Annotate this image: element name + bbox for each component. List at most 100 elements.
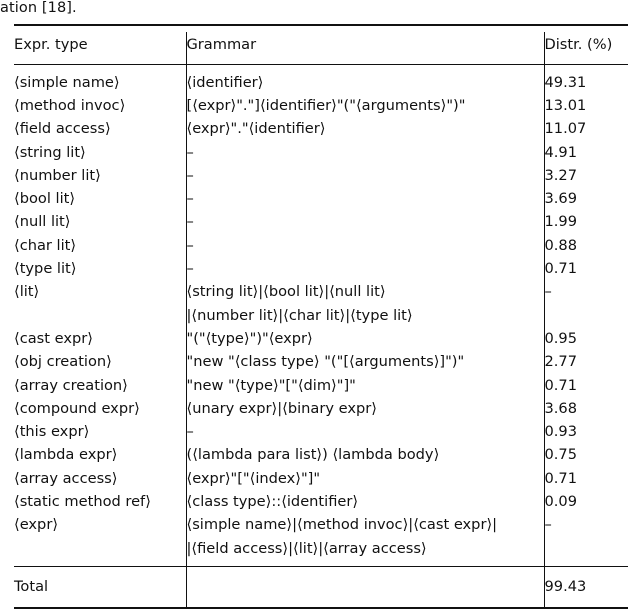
total-distribution: 99.43 (543, 573, 628, 602)
cell-expr-type: ⟨simple name⟩ (14, 73, 120, 91)
cell-grammar-continued: |⟨field access⟩|⟨lit⟩|⟨array access⟩ (185, 536, 544, 560)
cell-grammar: ⟨simple name⟩|⟨method invoc⟩|⟨cast expr⟩… (185, 513, 544, 537)
table-row: ⟨array access⟩ ⟨expr⟩"["⟨index⟩"]" 0.71 (14, 466, 628, 491)
cell-grammar: "new "⟨type⟩"["⟨dim⟩"]" (185, 373, 544, 397)
table: Expr. type Grammar Distr. (%) ⟨simple na… (14, 24, 628, 609)
header-distribution: Distr. (%) (543, 31, 628, 58)
cell-distribution: 0.93 (543, 420, 628, 444)
cell-grammar: [⟨expr⟩"."]⟨identifier⟩"("⟨arguments⟩")" (185, 93, 544, 118)
cell-distribution: 0.71 (543, 466, 628, 491)
cell-expr-type: ⟨lambda expr⟩ (14, 446, 118, 464)
table-row: ⟨expr⟩ ⟨simple name⟩|⟨method invoc⟩|⟨cas… (14, 513, 628, 537)
table-row: ⟨cast expr⟩ "("⟨type⟩")"⟨expr⟩ 0.95 (14, 326, 628, 351)
header-expr-type: Expr. type (14, 35, 88, 53)
cell-distribution: 11.07 (543, 117, 628, 141)
table-row: ⟨field access⟩ ⟨expr⟩"."⟨identifier⟩ 11.… (14, 117, 628, 141)
table-row: ⟨string lit⟩ – 4.91 (14, 140, 628, 164)
cell-expr-type: ⟨field access⟩ (14, 120, 111, 138)
cell-grammar: – (185, 163, 544, 188)
table-row: ⟨char lit⟩ – 0.88 (14, 233, 628, 258)
table-total-rule (14, 565, 628, 568)
table-row: ⟨lit⟩ ⟨string lit⟩|⟨bool lit⟩|⟨null lit⟩… (14, 280, 628, 304)
cell-distribution: 13.01 (543, 93, 628, 118)
cell-expr-type: ⟨static method ref⟩ (14, 493, 151, 511)
table-total-row: Total 99.43 (14, 573, 628, 602)
cell-distribution: 3.27 (543, 163, 628, 188)
cell-expr-type: ⟨expr⟩ (14, 516, 59, 534)
cell-distribution: 3.68 (543, 396, 628, 421)
cell-expr-type: ⟨array access⟩ (14, 469, 118, 487)
cell-grammar: "("⟨type⟩")"⟨expr⟩ (185, 326, 544, 351)
cell-distribution: 4.91 (543, 140, 628, 164)
cell-distribution: – (543, 513, 628, 537)
cell-distribution: 0.75 (543, 443, 628, 467)
table-row: ⟨static method ref⟩ ⟨class type⟩::⟨ident… (14, 490, 628, 514)
cell-distribution: 0.95 (543, 326, 628, 351)
cell-expr-type: ⟨null lit⟩ (14, 213, 71, 231)
cell-expr-type-empty (14, 304, 186, 327)
table-row: ⟨null lit⟩ – 1.99 (14, 210, 628, 234)
cell-distribution-empty (543, 303, 628, 327)
cell-expr-type: ⟨type lit⟩ (14, 260, 77, 278)
cell-distribution: 1.99 (543, 210, 628, 234)
cell-expr-type: ⟨lit⟩ (14, 283, 40, 301)
cell-grammar: ⟨class type⟩::⟨identifier⟩ (185, 490, 544, 514)
table-midrule (14, 63, 628, 65)
table-row: ⟨bool lit⟩ – 3.69 (14, 187, 628, 211)
cell-expr-type: ⟨method invoc⟩ (14, 96, 126, 114)
expression-grammar-table: Expr. type Grammar Distr. (%) ⟨simple na… (14, 24, 628, 609)
cell-distribution: 0.71 (543, 257, 628, 281)
table-row: ⟨this expr⟩ – 0.93 (14, 420, 628, 444)
table-toprule (14, 24, 628, 26)
cell-expr-type-empty (14, 537, 186, 560)
cell-expr-type: ⟨number lit⟩ (14, 166, 101, 184)
cell-expr-type: ⟨bool lit⟩ (14, 190, 76, 208)
table-row: ⟨number lit⟩ – 3.27 (14, 163, 628, 188)
cell-grammar: "new "⟨class type⟩ "("[⟨arguments⟩]")" (185, 350, 544, 374)
total-label: Total (14, 578, 49, 596)
table-row: ⟨obj creation⟩ "new "⟨class type⟩ "("[⟨a… (14, 350, 628, 374)
table-header-row: Expr. type Grammar Distr. (%) (14, 31, 628, 58)
cell-grammar: ⟨expr⟩"."⟨identifier⟩ (185, 117, 544, 141)
cell-expr-type: ⟨char lit⟩ (14, 236, 77, 254)
cell-grammar: – (185, 210, 544, 234)
cell-grammar: ⟨unary expr⟩|⟨binary expr⟩ (185, 396, 544, 421)
cell-distribution: 2.77 (543, 350, 628, 374)
cell-distribution: 0.71 (543, 373, 628, 397)
table-row-continuation: |⟨field access⟩|⟨lit⟩|⟨array access⟩ (14, 536, 628, 560)
table-row: ⟨compound expr⟩ ⟨unary expr⟩|⟨binary exp… (14, 396, 628, 421)
cell-expr-type: ⟨array creation⟩ (14, 376, 128, 394)
cell-grammar-continued: |⟨number lit⟩|⟨char lit⟩|⟨type lit⟩ (185, 303, 544, 327)
cell-expr-type: ⟨string lit⟩ (14, 143, 86, 161)
total-top-spacer (14, 567, 628, 574)
table-row: ⟨lambda expr⟩ (⟨lambda para list⟩) ⟨lamb… (14, 443, 628, 467)
cell-distribution: 49.31 (543, 70, 628, 94)
cell-distribution: 0.09 (543, 490, 628, 514)
cell-grammar: – (185, 233, 544, 258)
cell-grammar: – (185, 140, 544, 164)
cell-distribution: – (543, 280, 628, 304)
body-bottom-spacer (14, 559, 628, 566)
table-row: ⟨type lit⟩ – 0.71 (14, 257, 628, 281)
header-bottom-spacer (14, 57, 628, 64)
header-grammar: Grammar (185, 31, 544, 58)
cell-distribution: 0.88 (543, 233, 628, 258)
midrule-spacer (14, 64, 628, 71)
cell-expr-type: ⟨compound expr⟩ (14, 399, 140, 417)
cell-grammar: ⟨expr⟩"["⟨index⟩"]" (185, 466, 544, 491)
cell-grammar: ⟨string lit⟩|⟨bool lit⟩|⟨null lit⟩ (185, 280, 544, 304)
cell-grammar: – (185, 420, 544, 444)
total-grammar-empty (185, 573, 544, 602)
cell-expr-type: ⟨this expr⟩ (14, 423, 90, 441)
cell-distribution-empty (543, 536, 628, 560)
table-bottomrule (14, 607, 628, 609)
cell-grammar: ⟨identifier⟩ (185, 70, 544, 94)
cell-distribution: 3.69 (543, 187, 628, 211)
table-row: ⟨method invoc⟩ [⟨expr⟩"."]⟨identifier⟩"(… (14, 93, 628, 118)
preceding-text-fragment: ation [18]. (0, 0, 77, 16)
table-row-continuation: |⟨number lit⟩|⟨char lit⟩|⟨type lit⟩ (14, 303, 628, 327)
cell-grammar: (⟨lambda para list⟩) ⟨lambda body⟩ (185, 443, 544, 467)
cell-grammar: – (185, 187, 544, 211)
cell-expr-type: ⟨obj creation⟩ (14, 353, 112, 371)
